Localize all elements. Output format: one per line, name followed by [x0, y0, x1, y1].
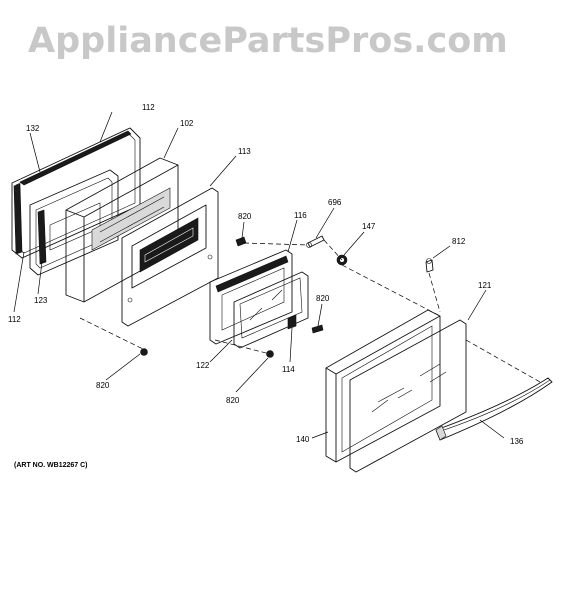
callout-123: 123 — [34, 296, 48, 305]
hinge-screw-696 — [306, 235, 325, 248]
callout-812: 812 — [452, 237, 466, 246]
window-glass — [233, 271, 309, 349]
outer-door-frame — [325, 309, 441, 463]
door-clip — [287, 314, 297, 330]
screw-812 — [425, 258, 434, 273]
inner-door-liner — [29, 169, 119, 276]
callout-112-left: 112 — [8, 315, 21, 324]
callout-122: 122 — [196, 361, 210, 370]
site-watermark: AppliancePartsPros.com — [28, 21, 508, 61]
callout-112-top: 112 — [142, 103, 155, 112]
callout-147: 147 — [362, 222, 376, 231]
callout-116: 116 — [294, 211, 307, 220]
callout-136: 136 — [510, 437, 524, 446]
door-insulation-box — [65, 157, 179, 303]
screw-820-left — [140, 348, 148, 356]
screw-820-upper — [235, 236, 247, 247]
callout-140: 140 — [296, 435, 310, 444]
callout-121: 121 — [478, 281, 492, 290]
art-number-label: (ART NO. WB12267 C) — [14, 462, 88, 469]
outer-door-glass — [349, 319, 467, 473]
callout-113: 113 — [238, 147, 251, 156]
callout-102: 102 — [180, 119, 194, 128]
door-handle — [435, 377, 553, 441]
screw-820-right — [311, 324, 324, 334]
callout-820-upper: 820 — [238, 212, 252, 221]
callout-820-right: 820 — [316, 294, 330, 303]
door-gasket-frame — [11, 127, 141, 259]
callout-132: 132 — [26, 124, 40, 133]
callout-114: 114 — [282, 365, 295, 374]
callout-820-left: 820 — [96, 381, 110, 390]
callout-820-lower: 820 — [226, 396, 240, 405]
window-pack-frame — [209, 249, 293, 345]
callout-696: 696 — [328, 198, 342, 207]
inner-door-panel — [121, 187, 219, 327]
